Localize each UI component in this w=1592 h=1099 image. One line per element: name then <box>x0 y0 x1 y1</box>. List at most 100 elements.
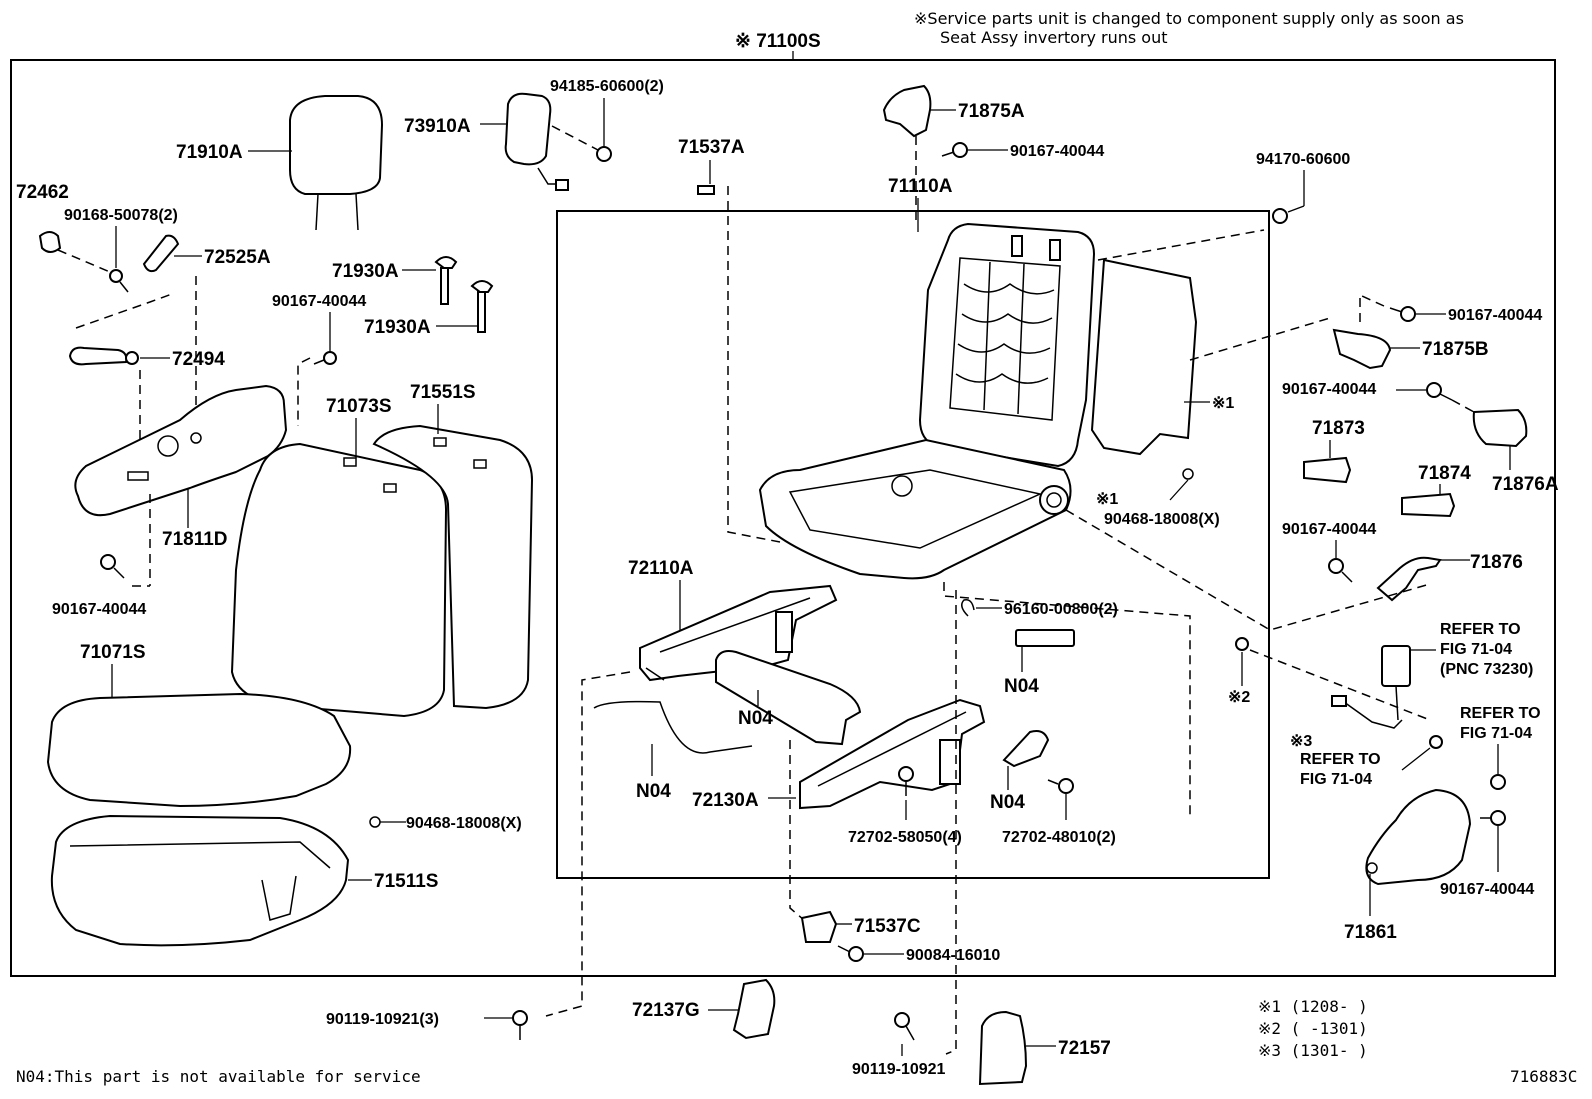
screw-90167-a-part <box>313 351 337 365</box>
label-90167-40044-f: 90167-40044 <box>1282 521 1376 538</box>
label-73910A: 73910A <box>404 116 471 137</box>
cover-72157-part <box>978 1010 1028 1086</box>
refer-3-line2: FIG 71-04 <box>1300 771 1372 788</box>
label-71511S: 71511S <box>374 871 438 892</box>
label-72494: 72494 <box>172 349 225 370</box>
refer-1-line1: REFER TO <box>1440 621 1521 638</box>
outer-assembly-frame <box>10 59 1556 977</box>
wire-N04-part <box>593 700 753 754</box>
label-N04-b: N04 <box>636 781 671 802</box>
cushion-cover-71071S-part <box>46 692 352 808</box>
label-71876A: 71876A <box>1492 474 1559 495</box>
seat-track-72130A-part <box>799 698 986 810</box>
seat-frame-71110A-part <box>758 222 1096 580</box>
label-94170-60600: 94170-60600 <box>1256 151 1350 168</box>
label-90167-40044-e: 90167-40044 <box>1282 381 1376 398</box>
seatback-cover-71073S-part <box>230 442 448 718</box>
seat-belt-buckle-part <box>1331 645 1411 729</box>
n04-footnote: N04:This part is not available for servi… <box>16 1067 421 1086</box>
label-72462: 72462 <box>16 182 69 203</box>
label-N04-d: N04 <box>990 792 1025 813</box>
label-72137G: 72137G <box>632 1000 700 1021</box>
clip-96160-part <box>961 598 975 617</box>
assembly-part-label: ※ 71100S <box>735 31 821 52</box>
label-96160-00800: 96160-00800(2) <box>1004 601 1118 618</box>
refer-2-line2: FIG 71-04 <box>1460 725 1532 742</box>
refer-2-line1: REFER TO <box>1460 705 1541 722</box>
legend-row-3: ※3 (1301- ) <box>1258 1041 1368 1060</box>
label-90468-18008-a: 90468-18008(X) <box>406 815 522 832</box>
cover-71875B-part <box>1332 328 1392 370</box>
screw-90167-e-part <box>1426 382 1453 401</box>
label-71875A: 71875A <box>958 101 1025 122</box>
legend-row-1: ※1 (1208- ) <box>1258 997 1368 1016</box>
label-90084-16010: 90084-16010 <box>906 947 1000 964</box>
label-mark1-b: ※1 <box>1096 491 1118 508</box>
bar-N04-part <box>1015 629 1075 647</box>
label-71875B: 71875B <box>1422 339 1489 360</box>
label-90168-50078: 90168-50078(2) <box>64 207 178 224</box>
label-71537A: 71537A <box>678 137 745 158</box>
label-mark3: ※3 <box>1290 733 1312 750</box>
refer-1-line3: (PNC 73230) <box>1440 661 1533 678</box>
handle-72494-part <box>68 346 128 366</box>
label-72157: 72157 <box>1058 1038 1111 1059</box>
label-72130A: 72130A <box>692 790 759 811</box>
seat-frame-subassembly-box <box>556 210 1270 879</box>
label-72110A: 72110A <box>628 558 694 579</box>
airbag-73910A-part <box>504 92 569 191</box>
label-71876: 71876 <box>1470 552 1523 573</box>
clip-90468-b-part <box>1182 468 1194 480</box>
label-90468-18008-b: 90468-18008(X) <box>1104 511 1220 528</box>
label-72702-48010: 72702-48010(2) <box>1002 829 1116 846</box>
headrest-part <box>289 95 384 231</box>
figure-id: 716883C <box>1510 1067 1577 1086</box>
label-mark2: ※2 <box>1228 689 1250 706</box>
label-90167-40044-c: 90167-40044 <box>1010 143 1104 160</box>
label-90167-40044-d: 90167-40044 <box>1448 307 1542 324</box>
refer-3-line1: REFER TO <box>1300 751 1381 768</box>
cover-71537C-part <box>800 910 838 943</box>
shield-71861-part <box>1365 788 1472 886</box>
screw-90168-part <box>109 269 129 293</box>
back-board-part <box>1090 258 1198 456</box>
seat-track-72110A-part <box>639 584 838 682</box>
label-N04-c: N04 <box>1004 676 1039 697</box>
bracket-N04-part <box>1002 730 1050 768</box>
nut-refer-3-part <box>1429 735 1443 749</box>
cover-72137G-part <box>732 978 776 1040</box>
label-72525A: 72525A <box>204 247 271 268</box>
label-71537C: 71537C <box>854 916 921 937</box>
nut-94170-part <box>1272 208 1288 224</box>
screw-90167-d-part <box>1389 306 1416 322</box>
label-71930A-lower: 71930A <box>364 317 431 338</box>
label-71861: 71861 <box>1344 922 1397 943</box>
headrest-guide-71930A-part <box>434 256 494 333</box>
rail-N04-part <box>715 650 862 746</box>
label-90167-40044-b: 90167-40044 <box>52 601 146 618</box>
label-N04-a: N04 <box>738 708 773 729</box>
refer-1-line2: FIG 71-04 <box>1440 641 1512 658</box>
screw-90167-b-part <box>100 554 125 579</box>
clip-mark2-part <box>1235 637 1249 651</box>
screw-72702-a-part <box>898 766 914 796</box>
screw-90084-part <box>837 945 864 962</box>
label-71874: 71874 <box>1418 463 1471 484</box>
cover-71873-part <box>1303 456 1352 484</box>
bracket-71876-part <box>1376 556 1442 602</box>
label-71910A: 71910A <box>176 142 243 163</box>
nut-94185-part <box>596 146 612 162</box>
label-71873: 71873 <box>1312 418 1365 439</box>
cover-71875A-part <box>882 84 932 138</box>
legend-row-2: ※2 ( -1301) <box>1258 1019 1368 1038</box>
side-cover-71811D-part <box>74 384 288 517</box>
label-90167-40044-g: 90167-40044 <box>1440 881 1534 898</box>
knob-72462-part <box>38 231 62 253</box>
label-71930A-upper: 71930A <box>332 261 399 282</box>
label-72702-58050: 72702-58050(4) <box>848 829 962 846</box>
service-note-line2: Seat Assy invertory runs out <box>940 28 1168 47</box>
cover-71874-part <box>1401 492 1456 518</box>
label-71073S: 71073S <box>326 396 392 417</box>
label-90167-40044-a: 90167-40044 <box>272 293 366 310</box>
